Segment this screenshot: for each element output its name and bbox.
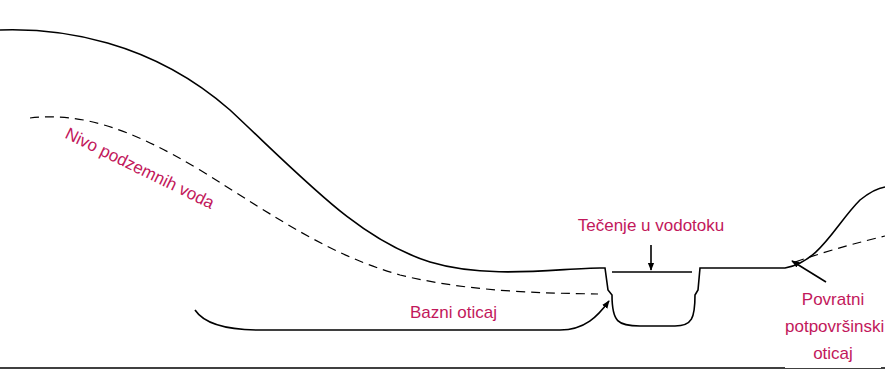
groundwater-table-right (795, 236, 885, 262)
impermeable-base (0, 367, 885, 369)
ground-surface (0, 30, 885, 326)
baseflow-arrow (195, 301, 609, 330)
return-flow-label: Povratni potpovršinski oticaj (785, 286, 881, 368)
channel-pointer (650, 245, 652, 270)
baseflow-label: Bazni oticaj (410, 300, 497, 326)
channel-flow-label: Tečenje u vodotoku (578, 213, 725, 239)
groundwater-table (30, 117, 598, 294)
water-surface (612, 271, 692, 273)
water-table-label: Nivo podzemnih voda (60, 121, 218, 216)
return-flow-pointer (792, 261, 826, 282)
